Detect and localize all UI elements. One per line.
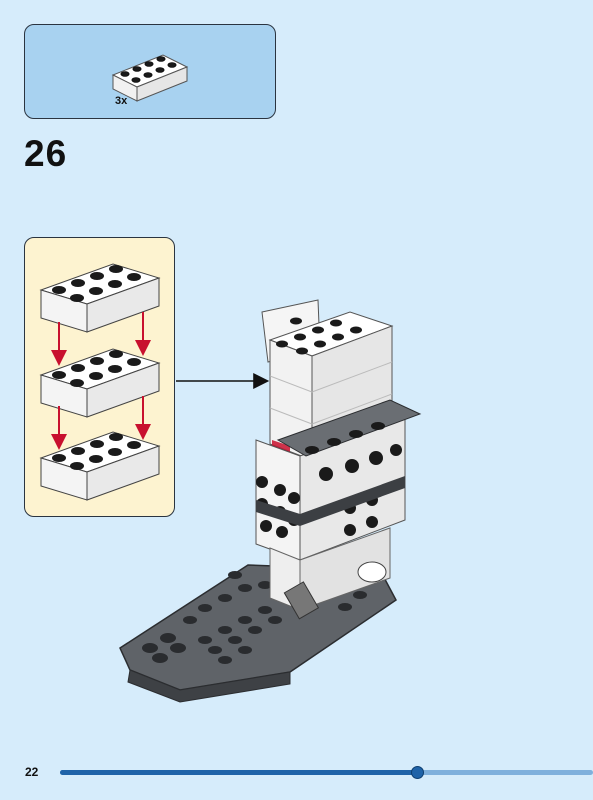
progress-bar	[60, 766, 593, 779]
parts-list-box: 3x	[24, 24, 276, 119]
progress-knob	[411, 766, 425, 779]
step-number: 26	[24, 133, 68, 174]
brick-top	[39, 263, 161, 333]
part-quantity: 3x	[115, 95, 128, 107]
progress-fill	[60, 770, 418, 775]
page-number: 22	[25, 765, 39, 779]
white-2x4-brick-icon	[111, 54, 189, 102]
brick-bottom	[39, 431, 161, 501]
brick-middle	[39, 348, 161, 418]
lower-body	[255, 399, 422, 620]
stacked-bricks-illustration	[39, 263, 161, 501]
sub-assembly-callout	[24, 237, 175, 517]
